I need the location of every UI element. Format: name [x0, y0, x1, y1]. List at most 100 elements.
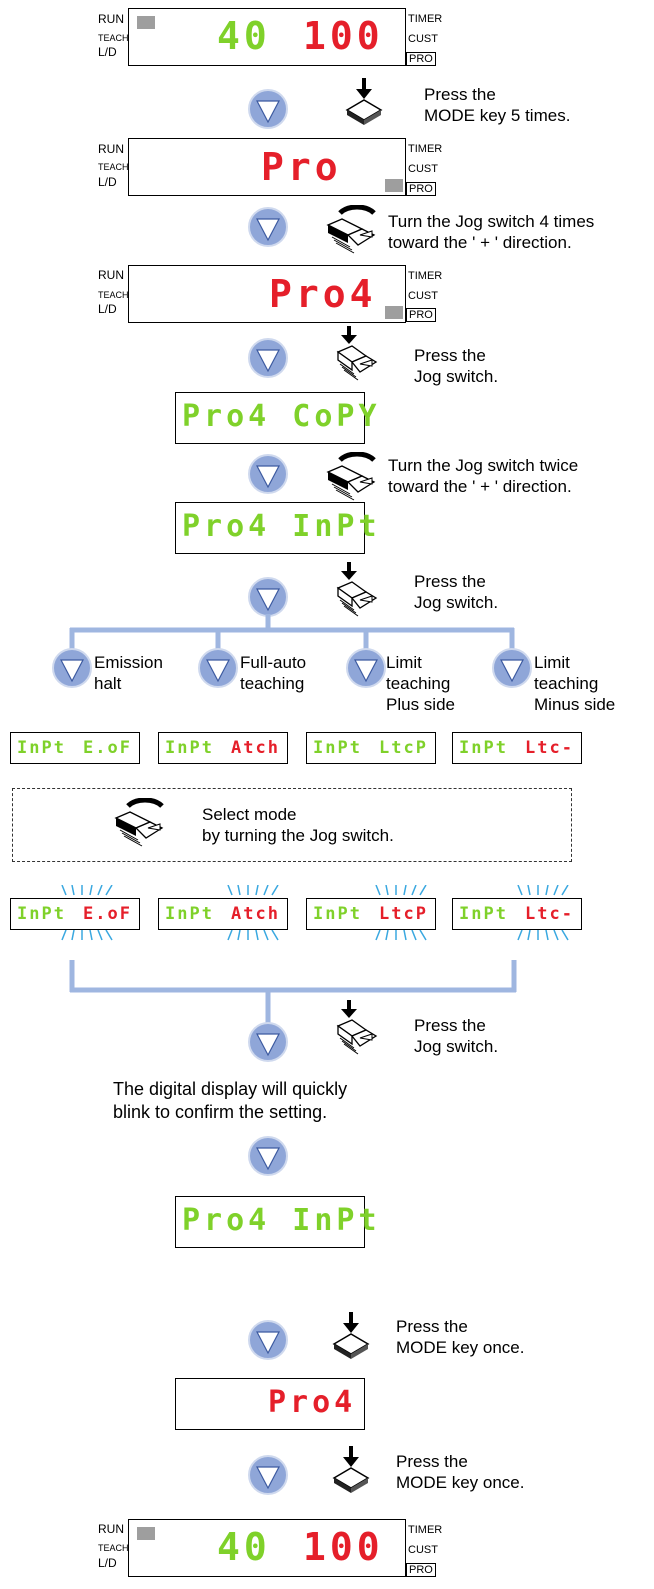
merge-connector	[69, 960, 517, 1030]
jog-press-icon	[337, 326, 377, 381]
blink-icon	[227, 885, 279, 896]
lcd-center-value: Pro4	[269, 272, 377, 316]
down-arrow-icon	[248, 89, 288, 129]
jog-turn-icon	[326, 452, 378, 504]
run-label: RUN	[98, 12, 124, 26]
lcd-code-left: InPt	[165, 904, 214, 924]
lcd-input-confirm: Pro4 InPt	[175, 1196, 377, 1248]
lcd-left-value: 40	[217, 1525, 271, 1569]
lcd-left-value: 40	[217, 14, 271, 58]
blink-icon	[227, 930, 279, 941]
mode-key-icon	[333, 1446, 369, 1494]
ld-label: L/D	[98, 302, 117, 316]
down-arrow-icon	[248, 454, 288, 494]
select-mode-box	[12, 788, 572, 862]
cust-label: CUST	[408, 1544, 438, 1556]
jog-turn-icon	[326, 205, 378, 257]
lcd-panel: 40 100	[128, 8, 406, 66]
ld-label: L/D	[98, 175, 117, 189]
lcd-limit-minus: InPt Ltc-	[452, 732, 582, 764]
lcd-text: Pro4 CoPY	[182, 399, 381, 434]
lcd-code-right: Ltc-	[525, 738, 574, 758]
blink-icon	[517, 885, 569, 896]
down-arrow-icon	[248, 1022, 288, 1062]
blink-icon	[61, 885, 113, 896]
teach-label: TEACH	[98, 33, 129, 43]
run-label: RUN	[98, 268, 124, 282]
lcd-code-left: InPt	[459, 904, 508, 924]
down-arrow-icon	[198, 648, 238, 688]
timer-label: TIMER	[408, 143, 443, 155]
down-arrow-icon	[492, 648, 532, 688]
mode-key-icon	[346, 78, 382, 126]
run-label: RUN	[98, 142, 124, 156]
blink-icon	[375, 930, 427, 941]
teach-label: TEACH	[98, 290, 129, 300]
lcd-code-right: LtcP	[379, 738, 428, 758]
lcd-text: Pro4	[268, 1385, 357, 1420]
blink-icon	[61, 930, 113, 941]
lcd-pro4: Pro4	[175, 1378, 365, 1430]
down-arrow-icon	[248, 1136, 288, 1176]
jog-press-icon	[337, 1000, 377, 1055]
lcd-panel: Pro4	[128, 265, 406, 323]
down-arrow-icon	[248, 207, 288, 247]
lcd-panel: 40 100	[128, 1519, 406, 1577]
down-arrow-icon	[248, 1320, 288, 1360]
lcd-code-left: InPt	[459, 738, 508, 758]
lcd-code-left: InPt	[313, 904, 362, 924]
lcd-emission: InPt E.oF	[10, 732, 140, 764]
pro-label: PRO	[406, 308, 436, 322]
cust-label: CUST	[408, 290, 438, 302]
lcd-limit-plus-blink: InPt LtcP	[306, 898, 436, 930]
lcd-code-left: InPt	[313, 738, 362, 758]
teach-label: TEACH	[98, 1543, 129, 1553]
cust-label: CUST	[408, 163, 438, 175]
lcd-copy: Pro4 CoPY	[175, 392, 377, 444]
cust-label: CUST	[408, 33, 438, 45]
lcd-code-right: E.oF	[83, 904, 132, 924]
pro-label: PRO	[406, 52, 436, 66]
lcd-limit-plus: InPt LtcP	[306, 732, 436, 764]
down-arrow-icon	[346, 648, 386, 688]
run-indicator	[137, 16, 155, 29]
lcd-code-right: LtcP	[379, 904, 428, 924]
lcd-code-left: InPt	[17, 738, 66, 758]
blink-icon	[375, 885, 427, 896]
timer-label: TIMER	[408, 13, 443, 25]
timer-label: TIMER	[408, 1524, 443, 1536]
lcd-emission-blink: InPt E.oF	[10, 898, 140, 930]
lcd-center-value: Pro	[261, 145, 342, 189]
lcd-code-right: Atch	[231, 904, 280, 924]
run-indicator	[137, 1527, 155, 1540]
lcd-fullauto-blink: InPt Atch	[158, 898, 288, 930]
ld-label: L/D	[98, 45, 117, 59]
lcd-code-left: InPt	[17, 904, 66, 924]
lcd-code-right: Atch	[231, 738, 280, 758]
blink-icon	[517, 930, 569, 941]
lcd-code-left: InPt	[165, 738, 214, 758]
pro-label: PRO	[406, 182, 436, 196]
ld-label: L/D	[98, 1556, 117, 1570]
jog-turn-icon	[114, 798, 166, 850]
pro-label: PRO	[406, 1563, 436, 1577]
mode-key-icon	[333, 1312, 369, 1360]
down-arrow-icon	[248, 338, 288, 378]
lcd-input: Pro4 InPt	[175, 502, 377, 554]
teach-label: TEACH	[98, 162, 129, 172]
pro-indicator	[385, 306, 403, 319]
